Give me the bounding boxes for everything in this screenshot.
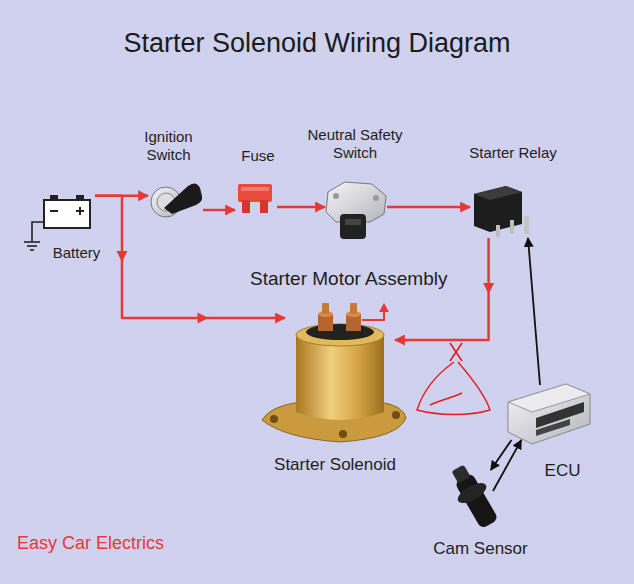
starter-solenoid-illustration-part <box>392 411 400 419</box>
component-label: Cam Sensor <box>421 538 541 559</box>
component-label: Fuse <box>228 147 288 166</box>
battery-symbol-part <box>50 195 58 200</box>
battery-symbol-part <box>30 249 34 251</box>
starter-relay-illustration-part <box>510 220 514 234</box>
wire-connector <box>387 207 470 208</box>
fuse-illustration-part <box>238 184 272 202</box>
terminal-wire <box>362 303 389 320</box>
battery-symbol-part <box>44 200 90 228</box>
battery-symbol-part <box>50 210 58 212</box>
fuse-illustration-part <box>260 200 268 213</box>
neutral-safety-switch-node: Neutral Safety Switch <box>325 178 387 240</box>
neutral-safety-switch-illustration-part <box>373 195 379 201</box>
connector-line <box>387 206 470 209</box>
ignition-switch-illustration <box>151 183 202 217</box>
component-label: Starter Solenoid <box>250 454 420 475</box>
cam-sensor-illustration-part-part <box>451 464 470 483</box>
starter-relay-node: Starter Relay <box>470 183 532 238</box>
connector-line <box>203 209 235 212</box>
signal-arrow <box>493 440 521 491</box>
diagram-title: Starter Solenoid Wiring Diagram <box>0 28 634 59</box>
starter-solenoid-illustration-part <box>322 303 329 314</box>
wire-connector <box>203 210 235 211</box>
component-label: Neutral Safety Switch <box>297 126 413 164</box>
battery-symbol-part <box>27 245 37 247</box>
assembly-label: Starter Motor Assembly <box>250 268 447 290</box>
battery-symbol-part <box>32 222 44 242</box>
battery-symbol <box>24 195 90 250</box>
starter-relay-illustration <box>474 186 529 237</box>
connector-line <box>528 238 540 385</box>
mid-arrowhead <box>117 251 128 262</box>
red-scribble-part <box>450 343 462 361</box>
wire-connector <box>277 207 325 208</box>
connector-line <box>277 206 325 209</box>
ignition-switch-illustration-part <box>164 183 202 214</box>
connector-line <box>95 196 285 318</box>
connector-line <box>95 195 148 198</box>
red-scribble-part <box>417 362 490 415</box>
ignition-switch-node: Ignition Switch <box>148 180 203 220</box>
signal-arrow <box>491 440 512 470</box>
neutral-safety-switch-illustration <box>326 182 386 239</box>
component-label: Battery <box>32 244 122 263</box>
fuse-illustration-part <box>242 200 250 213</box>
starter-solenoid-illustration-part <box>270 415 278 423</box>
ecu-illustration <box>508 384 590 444</box>
starter-solenoid-illustration <box>262 303 406 442</box>
component-label: Ignition Switch <box>133 128 205 166</box>
battery-symbol-part <box>79 207 81 215</box>
component-label: Starter Relay <box>458 144 568 163</box>
mid-arrowhead <box>483 283 494 294</box>
fuse-illustration-part <box>241 187 269 191</box>
starter-relay-illustration-part <box>474 186 522 200</box>
fuse-illustration <box>238 184 272 213</box>
ecu-node: ECU <box>510 385 585 440</box>
connector-line <box>491 440 512 470</box>
neutral-safety-switch-illustration-part <box>345 219 361 225</box>
starter-relay-illustration-part <box>496 225 500 237</box>
terminal-wire-part <box>379 303 389 312</box>
ecu-illustration-part <box>508 384 590 444</box>
battery-symbol-part <box>24 241 40 243</box>
watermark: Easy Car Electrics <box>17 533 164 554</box>
neutral-safety-switch-illustration-part <box>340 214 366 239</box>
cam-sensor-node: Cam Sensor <box>448 470 493 530</box>
neutral-safety-switch-illustration-part <box>333 193 339 199</box>
starter-solenoid-illustration-part <box>296 324 384 346</box>
mid-arrowhead <box>198 313 209 324</box>
starter-solenoid-illustration-part <box>296 335 384 420</box>
component-label: ECU <box>533 460 593 481</box>
starter-solenoid-illustration-part <box>350 303 357 314</box>
cam-sensor-illustration-part <box>444 460 504 532</box>
cam-sensor-illustration-part-part <box>455 479 490 507</box>
connector-line <box>493 440 521 491</box>
battery-node: Battery <box>40 192 95 230</box>
starter-solenoid-illustration-part <box>339 430 347 438</box>
starter-solenoid-node: Starter Solenoid <box>285 300 395 440</box>
signal-arrow <box>528 238 540 385</box>
fuse-node: Fuse <box>235 180 277 216</box>
wire-connector <box>95 195 148 196</box>
battery-symbol-part <box>76 195 84 200</box>
starter-solenoid-illustration-part <box>306 324 374 340</box>
cam-sensor-illustration <box>444 460 504 532</box>
red-scribble-part <box>450 343 462 361</box>
starter-relay-illustration-part <box>524 216 529 234</box>
red-scribble <box>417 343 490 415</box>
wire-connector <box>95 196 285 324</box>
ecu-illustration-part <box>536 419 570 436</box>
